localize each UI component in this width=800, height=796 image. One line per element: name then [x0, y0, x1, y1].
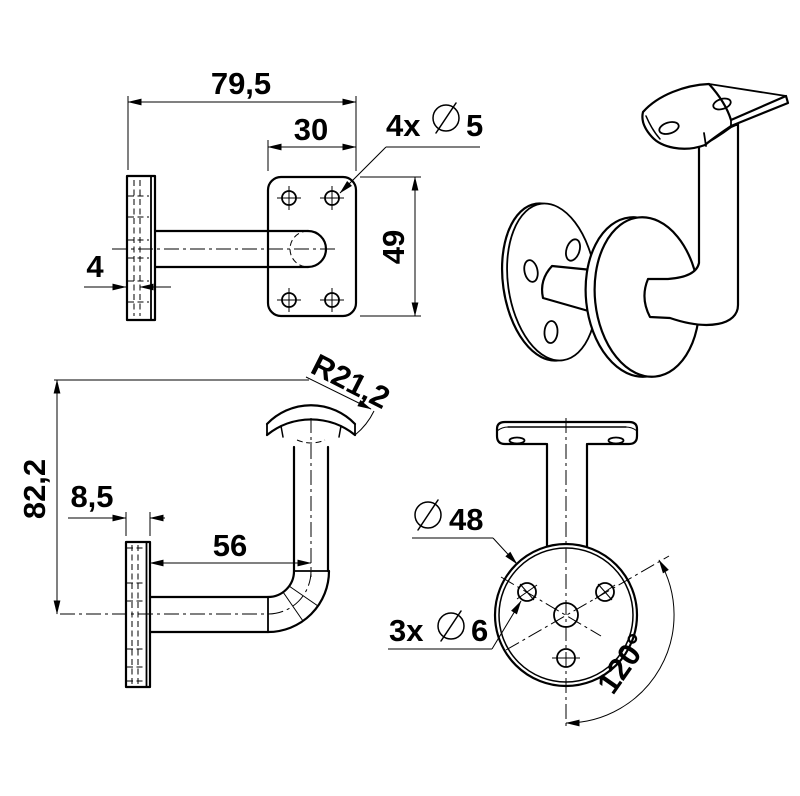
iso-neck-boss [540, 264, 594, 314]
dim-overall-height-label: 82,2 [17, 459, 52, 519]
dim-arm-length: 56 [149, 528, 312, 567]
dim-flange-width: 8,5 [68, 479, 165, 536]
dim-flange-diameter-label: 48 [449, 502, 483, 537]
diameter-symbol-icon [437, 610, 465, 642]
iso-saddle-hole [712, 97, 732, 111]
dim-hole-angle-label: 120° [590, 627, 655, 700]
hole-count-label: 3x [389, 613, 424, 648]
bottom-saddle-plate-outline [495, 420, 639, 446]
dim-flange-thickness: 4 [84, 249, 171, 291]
side-saddle [265, 404, 375, 444]
dim-total-width: 79,5 [127, 66, 357, 171]
side-bend-inner-arc [266, 569, 296, 599]
iso-tube-elbow [643, 122, 740, 326]
bottom-saddle-hole [607, 436, 625, 445]
callout-flange-diameter: 48 [412, 499, 518, 565]
iso-saddle-hole [658, 121, 680, 135]
bottom-axis-150deg [500, 576, 602, 637]
side-bend-outer-arc [266, 569, 331, 634]
bottom-saddle-plate-inner-edge [496, 426, 638, 432]
callout-screw-holes: 3x 6 [388, 600, 522, 650]
isometric-view [500, 82, 790, 378]
hole-diameter-label: 5 [466, 108, 483, 143]
diameter-symbol-icon [414, 499, 442, 531]
bottom-view: 120° 48 3x 6 [388, 418, 675, 727]
dim-plate-width: 30 [267, 112, 357, 171]
dim-arm-length-label: 56 [213, 528, 247, 563]
front-plate-holes [277, 186, 344, 312]
iso-flange-holes [523, 238, 581, 344]
dim-flange-thickness-label: 4 [86, 249, 104, 284]
bottom-saddle-hole [508, 436, 526, 445]
dim-total-width-label: 79,5 [211, 66, 271, 101]
dim-plate-height: 49 [360, 176, 421, 317]
hole-diameter-label: 6 [471, 613, 488, 648]
side-view: 82,2 8,5 56 R21,2 [17, 347, 395, 689]
front-flange-hidden-lines [128, 180, 149, 316]
diameter-symbol-icon [432, 102, 460, 134]
dim-plate-width-label: 30 [294, 112, 328, 147]
dim-flange-width-label: 8,5 [70, 479, 113, 514]
side-saddle-radius-ext-arc [354, 410, 375, 436]
side-bend-ticks [282, 585, 319, 622]
dim-plate-height-label: 49 [376, 230, 411, 264]
side-bend-centerline-arc [267, 570, 312, 615]
front-saddle-plate-outline [266, 175, 358, 318]
iso-saddle [641, 82, 790, 150]
bottom-axis-30deg [505, 555, 670, 651]
dim-overall-height: 82,2 [17, 379, 309, 615]
callout-plate-holes: 4x 5 [339, 102, 483, 194]
front-view: 79,5 30 4x 5 49 [84, 66, 483, 322]
hole-count-label: 4x [386, 108, 421, 143]
front-arm-end-hidden-arc [289, 230, 309, 268]
